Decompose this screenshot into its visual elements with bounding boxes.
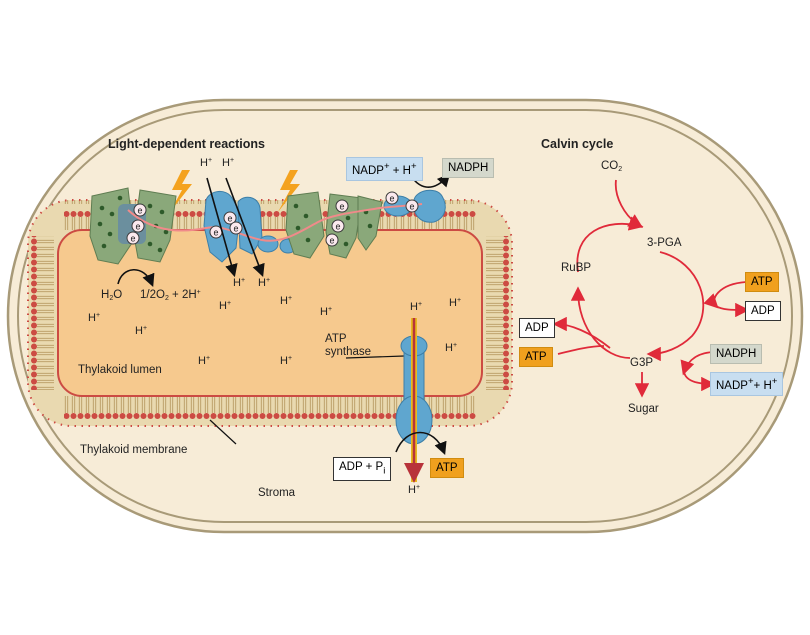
calvin-atp-input-box: ATP [745, 272, 779, 292]
adp-pi-box: ADP + Pi [333, 457, 392, 482]
thylakoid-lumen [57, 229, 483, 397]
proton-label: H+ [200, 157, 213, 169]
proton-label: H+ [198, 355, 211, 367]
atp-synthase [395, 318, 447, 483]
light-bolt-icon [170, 170, 192, 212]
calvin-cycle-title: Calvin cycle [541, 137, 614, 151]
g3p-label: G3P [630, 357, 654, 369]
thylakoid-membrane-label: Thylakoid membrane [80, 444, 188, 456]
proton-label: H+ [233, 277, 246, 289]
electron-icon: e [227, 214, 232, 224]
electron-icon: e [213, 228, 218, 238]
oxygen-label: 1/2O2 + 2H+ [140, 289, 201, 302]
proton-label: H+ [219, 300, 232, 312]
electron-icon: e [329, 236, 334, 246]
proton-label: H+ [280, 355, 293, 367]
stroma-label: Stroma [258, 487, 296, 499]
nadph-box: NADPH [442, 158, 495, 178]
proton-label: H+ [445, 342, 458, 354]
calvin-nadph-box: NADPH [710, 344, 763, 364]
calvin-nadp-output-box: NADP++ H+ [710, 372, 784, 396]
nadp-plus-h-box: NADP+ + H+ [346, 157, 423, 181]
electron-icon: e [339, 202, 344, 212]
pga-label: 3-PGA [647, 237, 682, 249]
electron-path [127, 203, 423, 242]
proton-label: H+ [88, 312, 101, 324]
light-reactions-title: Light-dependent reactions [108, 137, 265, 151]
water-label: H2O [101, 289, 123, 302]
co2-label: CO2 [601, 160, 623, 173]
proton-label: H+ [410, 301, 423, 313]
atp-product-box: ATP [430, 458, 464, 478]
sugar-label: Sugar [628, 403, 659, 415]
proton-label: H+ [222, 157, 235, 169]
electron-icon: e [389, 194, 394, 204]
proton-label: H+ [408, 484, 421, 496]
calvin-adp-output-box: ADP [745, 301, 781, 321]
calvin-atp-left-box: ATP [519, 347, 553, 367]
thylakoid-lumen-label: Thylakoid lumen [78, 364, 162, 376]
proton-label: H+ [135, 325, 148, 337]
electron-icon: e [335, 222, 340, 232]
electron-icon: e [409, 202, 414, 212]
proton-label: H+ [449, 297, 462, 309]
electron-icon: e [135, 222, 140, 232]
proton-label: H+ [320, 306, 333, 318]
rubp-label: RuBP [561, 262, 592, 274]
light-bolt-icon [278, 170, 300, 212]
electron-icon: e [233, 224, 238, 234]
calvin-adp-left-box: ADP [519, 318, 555, 338]
electron-icon: e [137, 206, 142, 216]
proton-label: H+ [280, 295, 293, 307]
proton-label: H+ [258, 277, 271, 289]
calvin-cycle-arrows [552, 179, 750, 398]
electron-icon: e [130, 234, 135, 244]
